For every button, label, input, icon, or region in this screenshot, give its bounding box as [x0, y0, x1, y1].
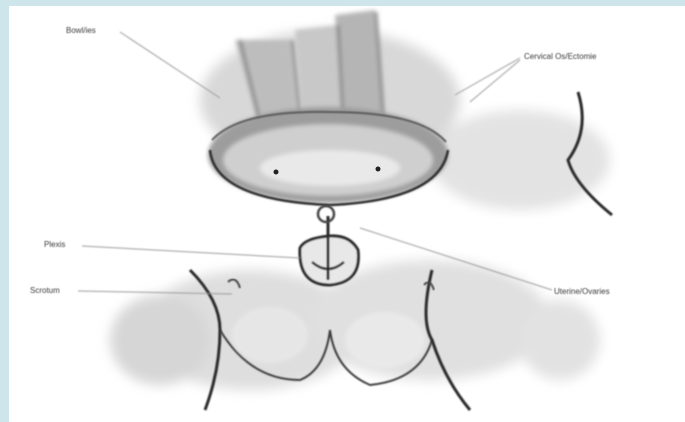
- os-structure: [300, 206, 359, 285]
- callout-label-cervical-os: Cervical Os/Ectomie: [524, 52, 596, 62]
- leader-line-cervical-os: [455, 58, 520, 95]
- callout-label-plexis: Plexis: [44, 240, 65, 250]
- callout-label-scrotum: Scrotum: [30, 286, 60, 296]
- leader-line-bowl: [120, 32, 220, 98]
- callout-label-bowl: Bowl/ies: [66, 26, 96, 36]
- callout-label-uterine: Uterine/Ovaries: [554, 287, 610, 297]
- leader-line-cervical-os-2: [470, 60, 520, 102]
- leader-line-plexis: [82, 246, 300, 258]
- bowl-structure: [208, 107, 448, 205]
